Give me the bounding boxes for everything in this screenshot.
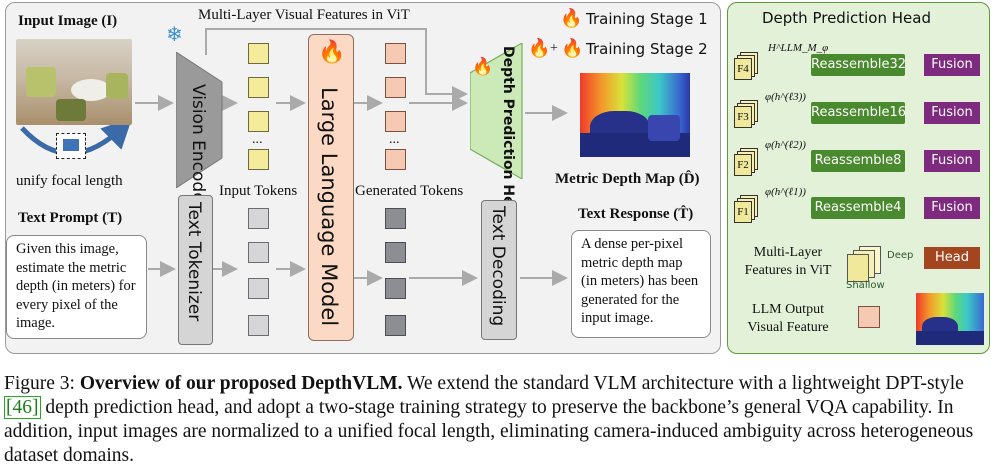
depth-map-image <box>580 73 690 157</box>
feature-f4: F4 <box>734 58 752 80</box>
fusion-block: Fusion <box>924 54 980 76</box>
text-prompt-label: Text Prompt (T) <box>18 210 123 226</box>
llm-output-legend-label: LLM Output Visual Feature <box>747 302 829 335</box>
generated-text-token <box>385 208 406 229</box>
text-token <box>248 315 269 336</box>
head-output-depth-image <box>916 293 984 345</box>
snowflake-icon: ❄ <box>166 24 183 46</box>
stage2-fire-icon-orange: 🔥 <box>561 38 584 58</box>
input-image-label: Input Image (I) <box>18 13 118 29</box>
legend-stack-front <box>847 254 869 282</box>
token-ellipsis: ... <box>389 132 400 147</box>
multilayer-legend-label: Multi-Layer Features in ViT <box>744 245 832 278</box>
stage1-fire-icon: 🔥 <box>560 8 583 28</box>
text-tokenizer-label: Text Tokenizer <box>184 202 204 322</box>
llm-output-swatch <box>858 306 880 328</box>
depth-map-label: Metric Depth Map (D̂) <box>555 171 700 187</box>
generated-token <box>385 149 406 170</box>
vision-encoder-label: Vision Encoder <box>188 84 208 210</box>
generated-token <box>385 111 406 132</box>
input-token <box>248 149 269 170</box>
text-token <box>248 278 269 299</box>
text-response-label: Text Response (T̂) <box>578 206 694 222</box>
caption-body-2: depth prediction head, and adopt a two-s… <box>4 397 974 466</box>
feature-f3: F3 <box>734 106 752 128</box>
feature-f1: F1 <box>734 201 752 223</box>
head-block: Head <box>924 247 980 269</box>
token-ellipsis: ... <box>252 132 263 147</box>
input-photo <box>16 39 132 125</box>
fusion-block: Fusion <box>924 150 980 172</box>
unify-focal-label: unify focal length <box>16 173 123 189</box>
plus-sign: + <box>550 41 558 56</box>
generated-token <box>385 43 406 64</box>
generated-text-token <box>385 242 406 263</box>
text-token <box>248 208 269 229</box>
llm-label: Large Language Model <box>317 87 341 327</box>
reassemble-16: Reassemble16 <box>811 102 906 124</box>
generated-text-token <box>385 315 406 336</box>
focal-image-icon <box>56 133 86 159</box>
fusion-block: Fusion <box>924 102 980 124</box>
stage1-label: Training Stage 1 <box>586 10 708 28</box>
caption-prefix: Figure 3: <box>4 373 80 394</box>
input-token <box>248 43 269 64</box>
fusion-block: Fusion <box>924 197 980 219</box>
depth-head-shape <box>470 43 523 179</box>
input-tokens-label: Input Tokens <box>219 183 298 199</box>
arrow-label-l2: φ(h^(ℓ2)) <box>765 139 806 151</box>
generated-tokens-label: Generated Tokens <box>355 183 464 199</box>
shallow-label: Shallow <box>846 280 885 291</box>
generated-text-token <box>385 278 406 299</box>
response-box: A dense per-pixel metric depth map (in m… <box>571 230 711 338</box>
reassemble-4: Reassemble4 <box>811 197 905 219</box>
fire-icon: 🔥 <box>472 57 494 76</box>
text-tokenizer-box <box>178 195 213 345</box>
figure-caption: Figure 3: Overview of our proposed Depth… <box>4 372 992 468</box>
arrow-label-l1: φ(h^(ℓ1)) <box>765 186 806 198</box>
text-decoding-box <box>481 200 517 340</box>
multilayer-features-label: Multi-Layer Visual Features in ViT <box>198 7 410 23</box>
text-decoding-label: Text Decoding <box>488 206 508 327</box>
stage2-fire-icon: 🔥 <box>528 38 551 58</box>
deep-label: Deep <box>887 250 914 261</box>
feature-f2: F2 <box>734 154 752 176</box>
text-token <box>248 242 269 263</box>
reassemble-8: Reassemble8 <box>811 150 905 172</box>
input-token <box>248 111 269 132</box>
input-token <box>248 77 269 98</box>
llm-box <box>308 34 354 341</box>
prompt-box: Given this image, estimate the metric de… <box>6 235 147 339</box>
caption-title: Overview of our proposed DepthVLM. <box>79 373 403 394</box>
arrow-label-llm: H^LLM_M_φ <box>768 42 829 54</box>
generated-token <box>385 77 406 98</box>
stage2-label: Training Stage 2 <box>586 40 708 58</box>
arrow-label-l3: φ(h^(ℓ3)) <box>765 91 806 103</box>
citation-link[interactable]: [46] <box>4 396 41 419</box>
caption-body-1: We extend the standard VLM architecture … <box>402 373 964 394</box>
vision-encoder-shape <box>176 52 223 188</box>
depth-head-label: Depth Prediction Head <box>500 46 516 226</box>
reassemble-32: Reassemble32 <box>811 54 906 76</box>
fire-icon: 🔥 <box>318 39 346 64</box>
head-panel-title: Depth Prediction Head <box>762 9 931 27</box>
